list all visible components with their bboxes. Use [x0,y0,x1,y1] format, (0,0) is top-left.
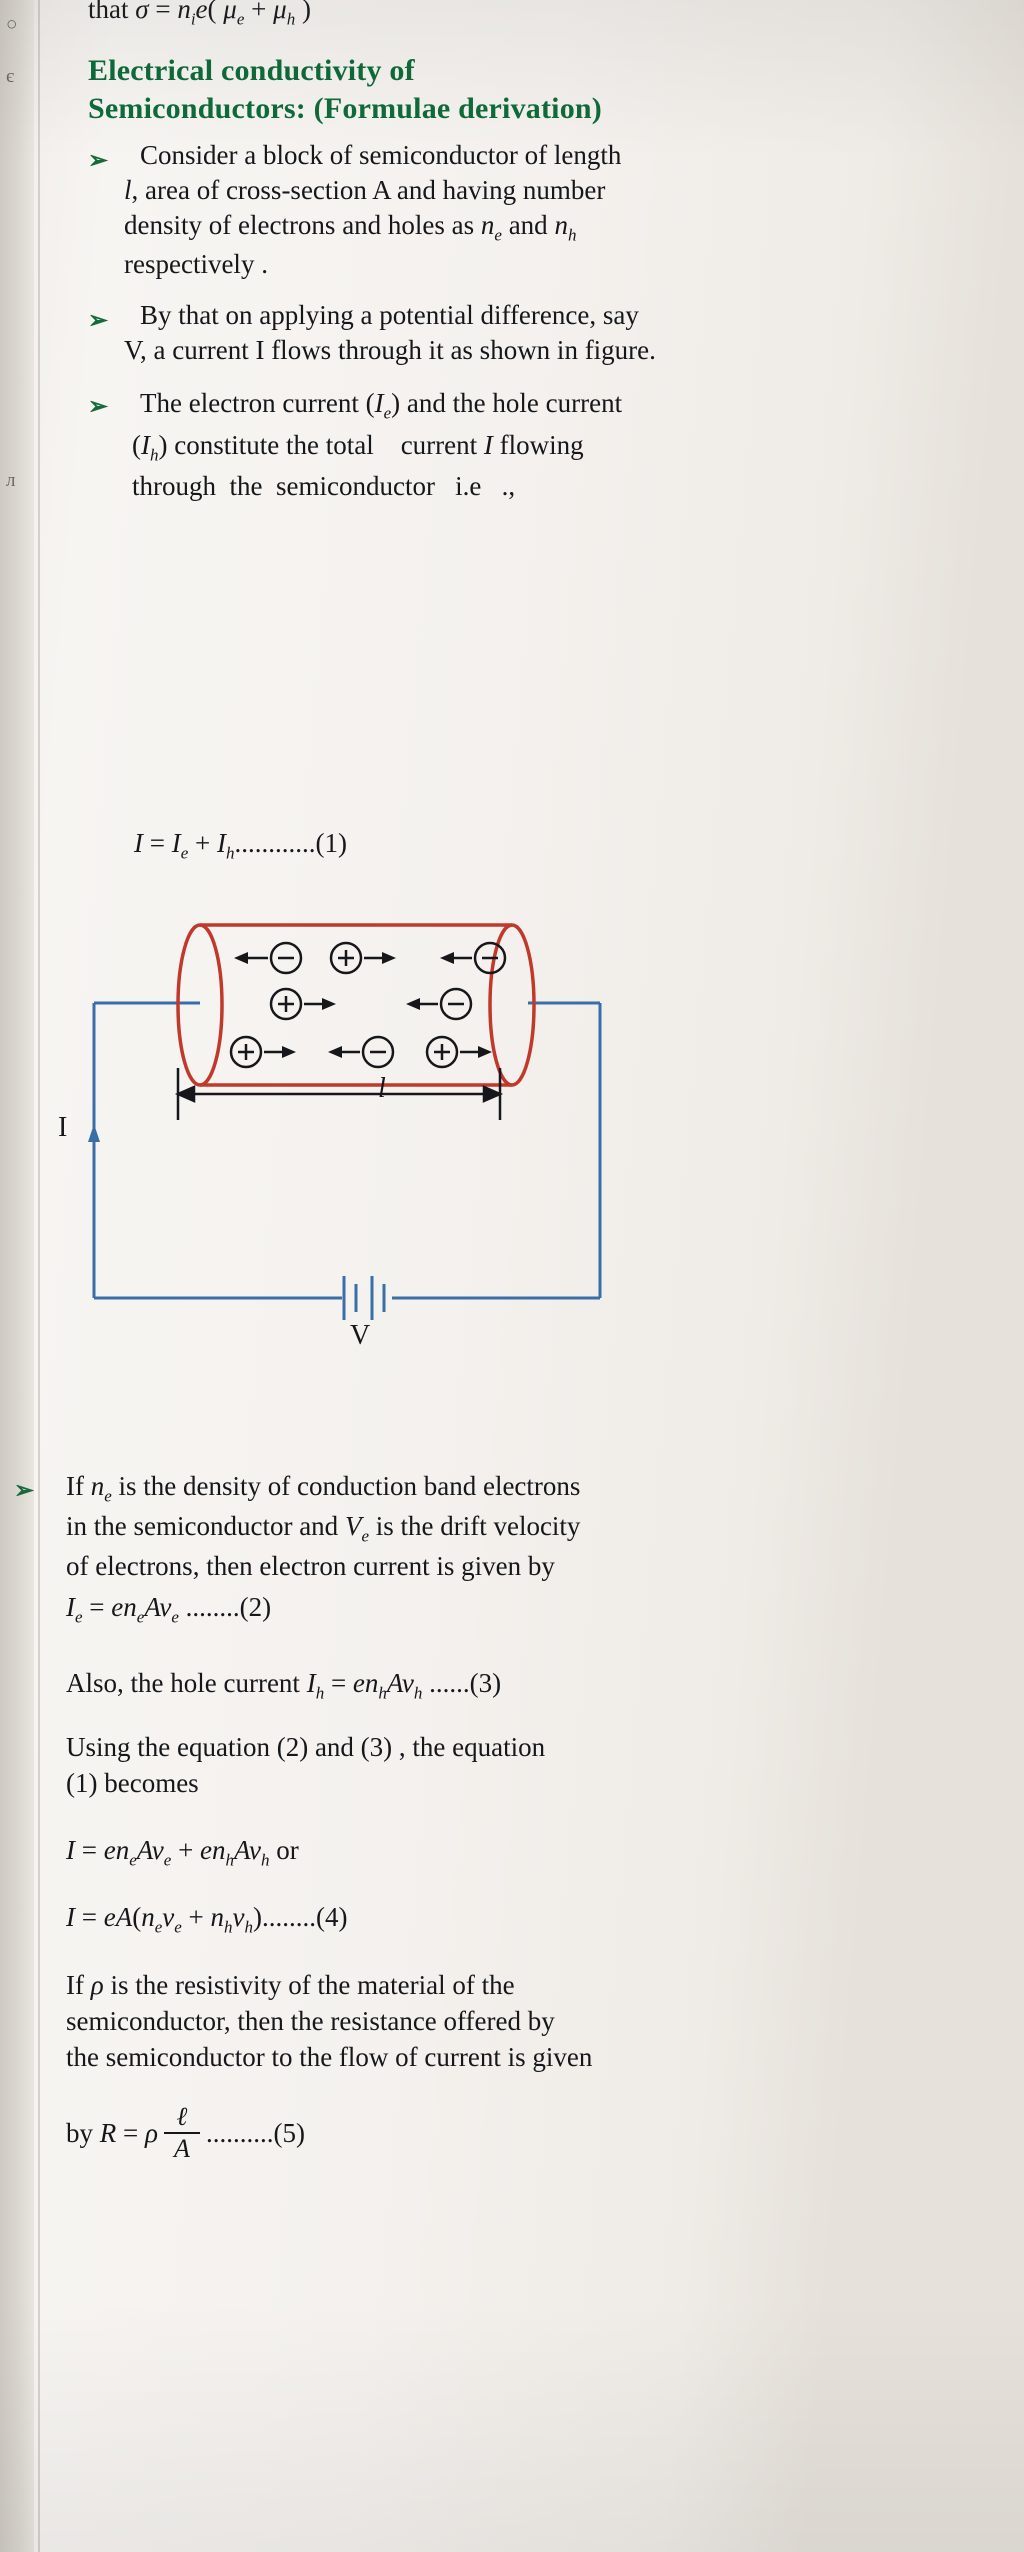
bullet-icon-2: ➢ [88,308,109,334]
semiconductor-cylinder [176,923,536,1087]
carrier-row-2 [269,987,473,1021]
fraction-bar [163,2132,200,2134]
paragraph-3: The electron current (Ie) and the hole c… [132,384,940,505]
figure-current-label: I [58,1112,68,1143]
margin-rule-line [38,0,40,2552]
using-line-1: Using the equation (2) and (3) , the equ… [66,1732,546,1762]
cropped-top-formula: that σ = nie( μe + μh ) [88,0,311,29]
using-line-2: (1) becomes [66,1767,199,1798]
paragraph-4-line-2: in the semiconductor and Ve is the drift… [66,1511,581,1546]
paragraph-3-line-1: The electron current (Ie) and the hole c… [140,388,623,423]
equation-5-suffix: ..........(5) [205,2117,305,2148]
page-left-edge [0,0,34,2552]
figure-semiconductor-circuit: l I V [58,880,940,1450]
equation-5: by R = ρ ℓ A ..........(5) [66,2104,305,2162]
current-arrow [88,1124,100,1180]
carrier-row-3 [229,1035,492,1069]
paragraph-1: Consider a block of semiconductor of len… [124,138,930,282]
paragraph-3-line-2: (Ih) constitute the total current I flow… [132,429,584,464]
resistivity-line-2: semiconductor, then the resistance offer… [66,2005,555,2036]
equation-5-numerator: ℓ [176,2102,188,2131]
bullet-icon-1: ➢ [88,148,109,174]
paragraph-1-line-1: Consider a block of semiconductor of len… [140,140,622,170]
equation-1: I = Ie + Ih............(1) [134,828,347,863]
equation-5-prefix: by R = ρ [66,2117,158,2148]
paragraph-resistivity: If ρ is the resistivity of the material … [66,1968,976,2076]
bullet-icon-3: ➢ [88,394,109,420]
paragraph-4: If ne is the density of conduction band … [66,1468,966,1586]
paragraph-4-line-3: of electrons, then electron current is g… [66,1551,555,1582]
paragraph-1-line-3: density of electrons and holes as ne and… [124,210,577,245]
equation-5-denominator: A [174,2134,190,2163]
figure-voltage-label: V [350,1320,371,1351]
paragraph-1-line-4: respectively . [124,248,268,279]
edge-mark-3: л [6,470,16,491]
circuit-wires [92,1001,602,1300]
edge-mark-1: ○ [6,14,18,35]
heading-line-1: Electrical conductivity of [88,54,415,87]
figure-svg [88,923,602,1320]
edge-mark-2: є [6,66,15,87]
battery-symbol [342,1276,386,1320]
resistivity-line-1: If ρ is the resistivity of the material … [66,1970,515,2000]
using-equations-text: Using the equation (2) and (3) , the equ… [66,1730,966,1802]
paragraph-3-line-3: through the semiconductor i.e ., [132,471,516,502]
equation-3: Also, the hole current Ih = enhAvh .....… [66,1668,502,1703]
equation-4b: I = eA(neve + nhvh)........(4) [66,1902,348,1937]
equation-3-prefix: Also, the hole current [66,1668,300,1698]
paragraph-2: By that on applying a potential differen… [124,298,940,368]
bullet-icon-4: ➢ [14,1478,35,1504]
paragraph-1-line-2: l, area of cross-section A and having nu… [124,175,606,206]
paragraph-4-line-1: If ne is the density of conduction band … [66,1471,581,1506]
length-dimension [174,1068,504,1120]
carrier-row-1 [234,941,507,975]
paragraph-2-line-1: By that on applying a potential differen… [140,300,639,330]
figure-length-label: l [378,1073,386,1104]
resistivity-line-3: the semiconductor to the flow of current… [66,2041,593,2072]
equation-2: Ie = eneAve ........(2) [66,1592,272,1627]
section-heading: Electrical conductivity of Semiconductor… [88,52,648,128]
equation-4a: I = eneAve + enhAvh or [66,1835,299,1870]
equation-5-fraction: ℓ A [163,2102,200,2163]
heading-line-2: Semiconductors: (Formulae derivation) [88,92,602,126]
paragraph-2-line-2: V, a current I flows through it as shown… [124,335,656,366]
